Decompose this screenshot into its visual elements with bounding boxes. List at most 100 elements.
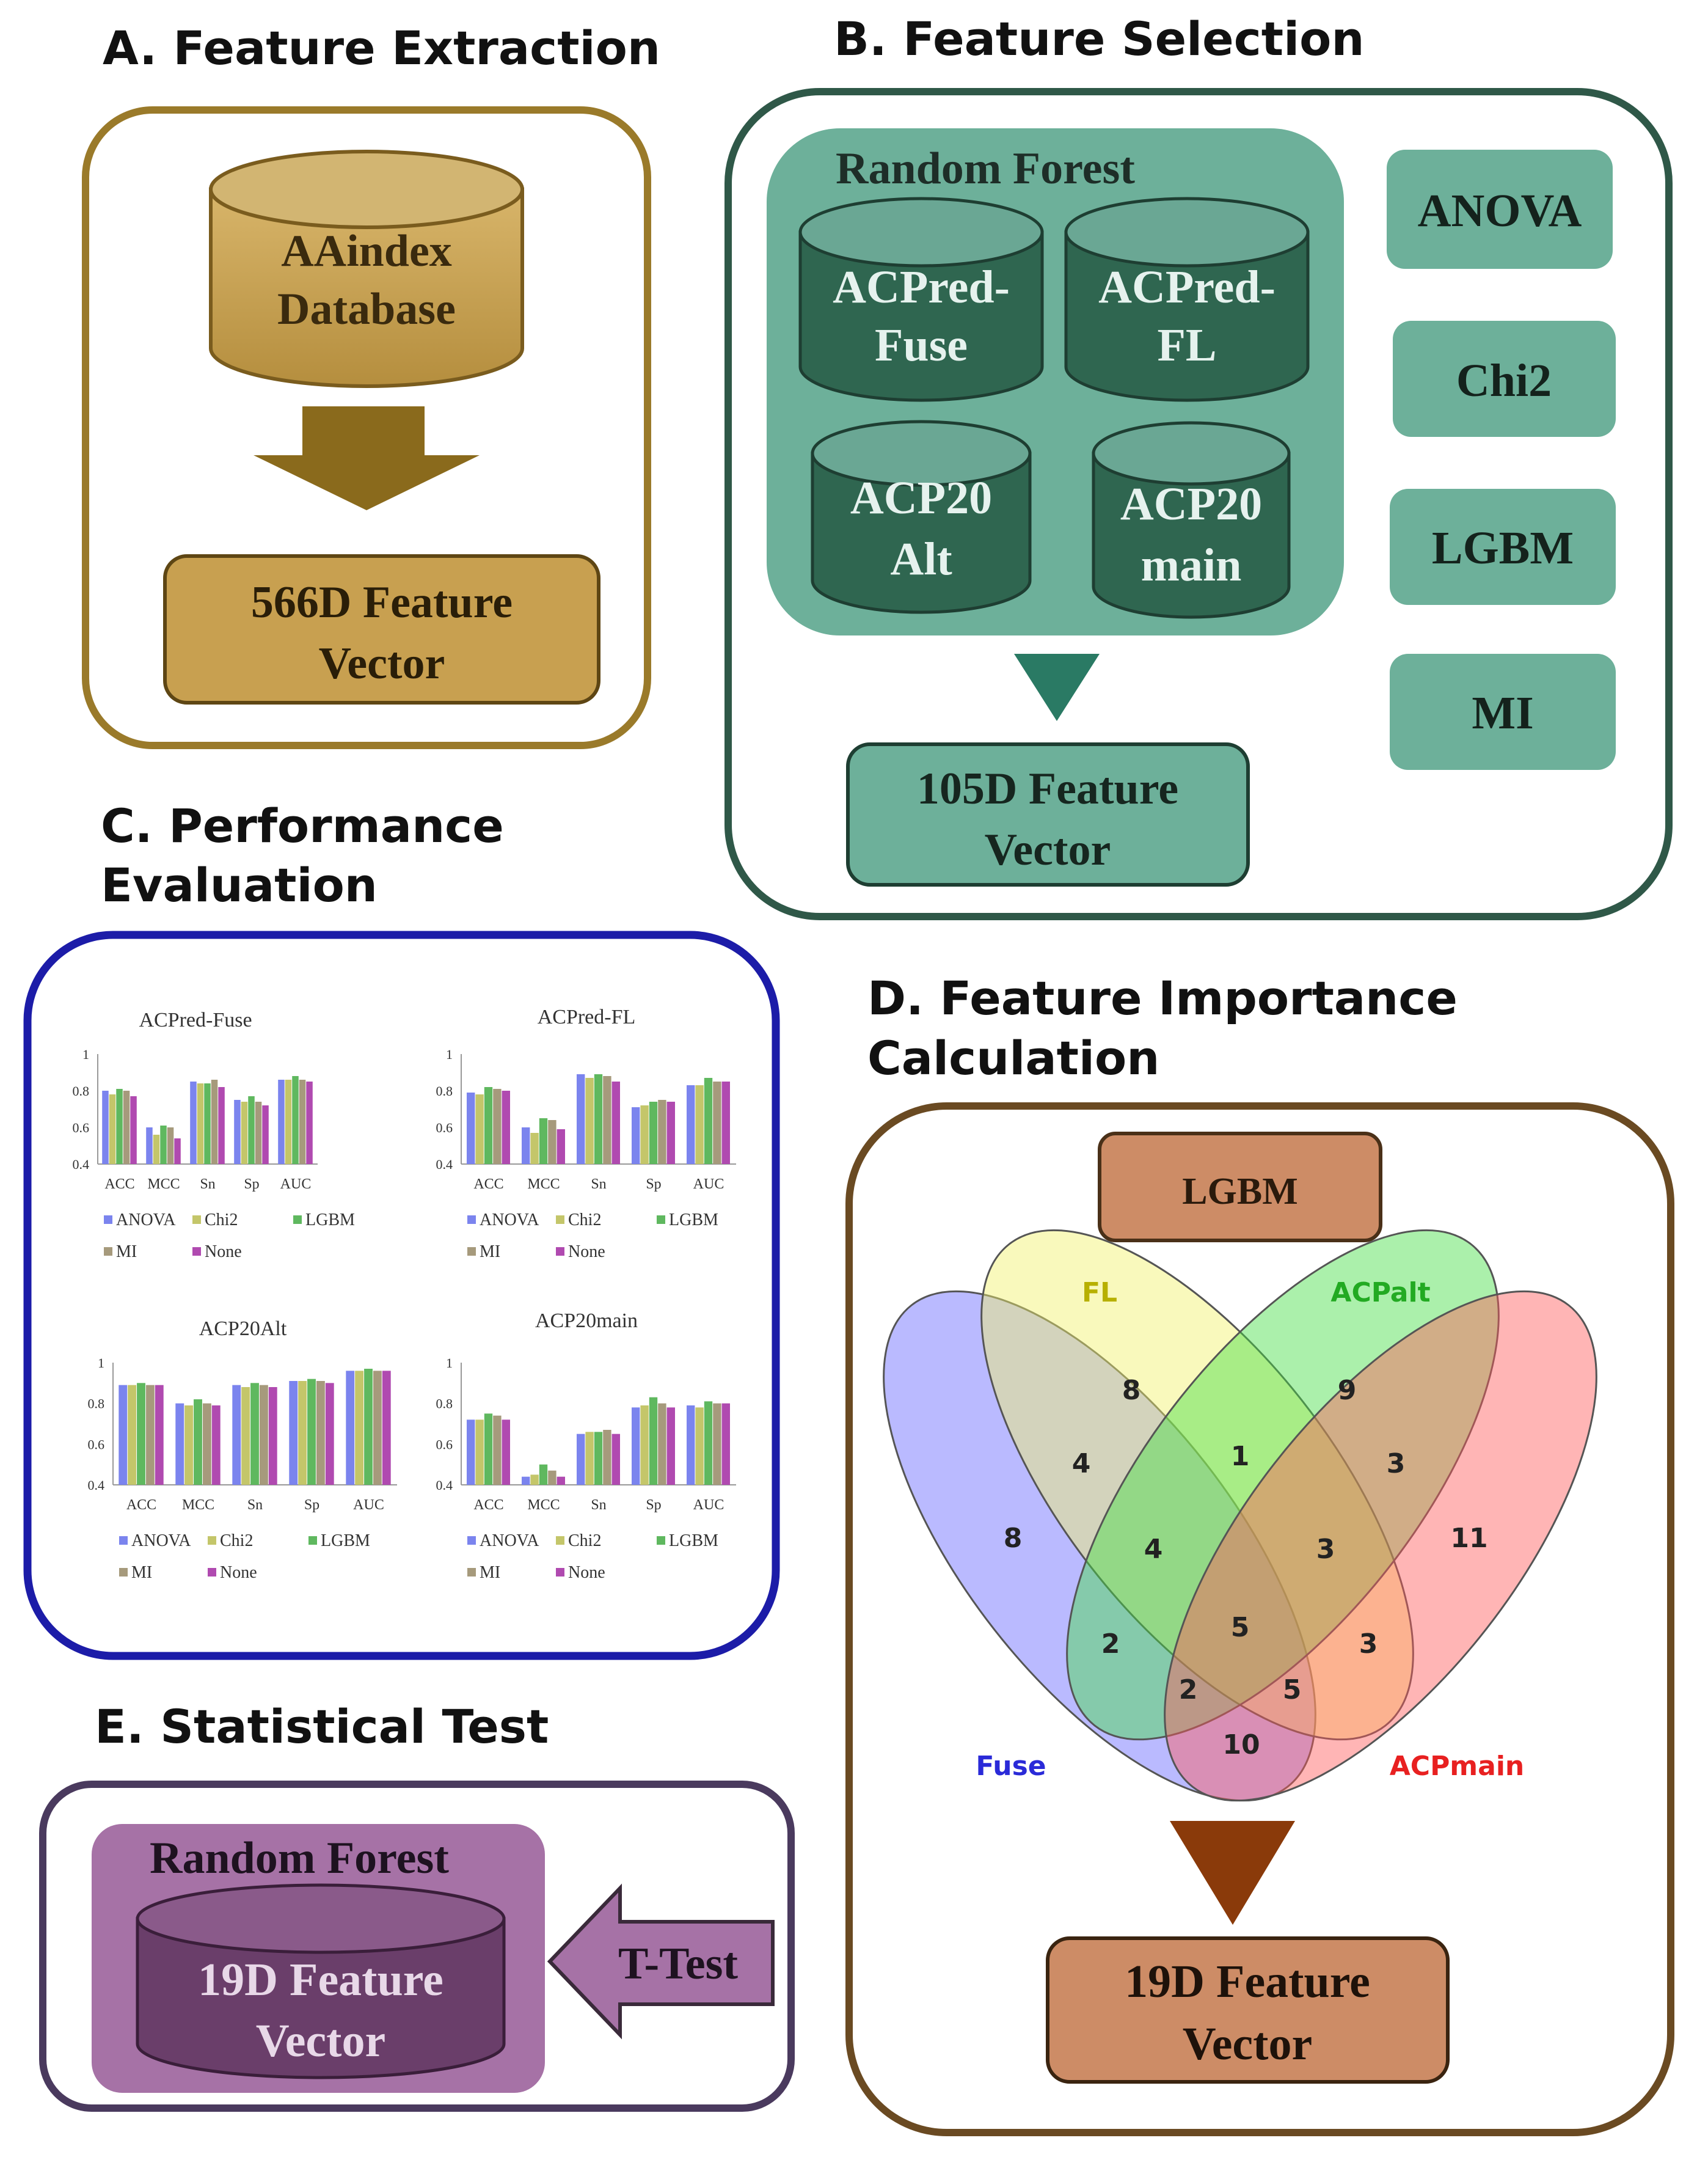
bar (218, 1087, 225, 1164)
bar (278, 1080, 285, 1164)
legend-label: Chi2 (205, 1210, 238, 1229)
svg-text:main: main (1141, 540, 1242, 591)
legend-label: LGBM (669, 1210, 718, 1229)
random-forest-panel-title: Random Forest (836, 144, 1135, 194)
bar (577, 1074, 585, 1164)
bar (211, 1405, 221, 1485)
x-tick-label: MCC (527, 1176, 560, 1192)
dataset-cylinder-acp20-alt: ACP20 Alt (811, 420, 1032, 614)
bar (232, 1385, 241, 1485)
method-box-lgbm: LGBM (1390, 489, 1616, 605)
y-tick-label: 1 (446, 1047, 453, 1062)
bar (174, 1138, 181, 1164)
chart-title: ACP20Alt (199, 1317, 287, 1340)
chart-title: ACP20main (535, 1309, 638, 1332)
x-tick-label: AUC (693, 1497, 724, 1513)
legend-label: None (205, 1242, 242, 1261)
legend-label: ANOVA (480, 1531, 539, 1550)
bar (262, 1105, 269, 1164)
y-tick-label: 0.6 (73, 1120, 90, 1135)
x-tick-label: Sn (200, 1176, 215, 1192)
bar (292, 1076, 299, 1164)
svg-text:105D Feature: 105D Feature (917, 764, 1178, 814)
svg-text:Vector: Vector (1183, 2018, 1312, 2070)
legend-swatch (467, 1247, 476, 1256)
bar (155, 1385, 164, 1485)
venn-label-fuse: Fuse (976, 1751, 1046, 1782)
x-tick-label: AUC (280, 1176, 312, 1192)
svg-text:Fuse: Fuse (875, 320, 968, 371)
bar (382, 1371, 391, 1485)
section-e-title: E. Statistical Test (95, 1699, 549, 1754)
bar (548, 1120, 557, 1164)
bar (502, 1419, 510, 1485)
bar (255, 1102, 262, 1164)
venn-count: 8 (1004, 1523, 1023, 1554)
bar (175, 1403, 184, 1485)
bar (268, 1387, 277, 1485)
svg-text:Chi2: Chi2 (1456, 355, 1552, 406)
bar (713, 1403, 721, 1485)
bar (298, 1381, 307, 1485)
legend-label: Chi2 (568, 1531, 601, 1550)
bar (658, 1403, 666, 1485)
bar (687, 1085, 695, 1164)
x-tick-label: Sp (304, 1497, 319, 1513)
legend-swatch (308, 1536, 317, 1545)
t-test-label: T-Test (618, 1939, 738, 1989)
legend-label: None (568, 1242, 605, 1261)
bar (109, 1094, 116, 1164)
venn-count: 3 (1359, 1628, 1378, 1660)
method-box-mi: MI (1390, 654, 1616, 770)
x-tick-label: AUC (693, 1176, 724, 1192)
bar (204, 1083, 211, 1164)
venn-count: 5 (1231, 1612, 1250, 1643)
bar (373, 1371, 382, 1485)
venn-count: 11 (1450, 1523, 1487, 1554)
bar (102, 1091, 109, 1164)
bar (695, 1407, 704, 1485)
legend-swatch (293, 1215, 302, 1224)
legend-label: LGBM (669, 1531, 718, 1550)
y-tick-label: 0.6 (88, 1437, 105, 1452)
y-tick-label: 0.8 (436, 1396, 453, 1412)
svg-text:LGBM: LGBM (1182, 1171, 1297, 1212)
legend-label: MI (131, 1563, 152, 1582)
aaindex-database-cylinder: AAindex Database (209, 150, 524, 388)
legend-swatch (467, 1536, 476, 1545)
t-test-arrow: T-Test (547, 1883, 775, 2040)
bar (611, 1082, 620, 1164)
bar (603, 1076, 611, 1164)
legend-label: None (220, 1563, 257, 1582)
y-tick-label: 1 (98, 1355, 104, 1371)
bar (307, 1379, 316, 1485)
bar (484, 1413, 493, 1485)
x-tick-label: Sp (646, 1497, 661, 1513)
feature-vector-105d-box: 105D Feature Vector (846, 742, 1250, 887)
section-c-title-line1: C. Performance (101, 799, 504, 853)
feature-vector-566d-line1: 566D Feature (251, 577, 513, 628)
legend-label: ANOVA (480, 1210, 539, 1229)
legend-swatch (556, 1568, 564, 1577)
bar (241, 1387, 250, 1485)
bar (364, 1369, 373, 1485)
bar (493, 1089, 502, 1164)
importance-arrow (1170, 1821, 1295, 1925)
legend-swatch (556, 1215, 564, 1224)
y-tick-label: 0.6 (436, 1120, 453, 1135)
legend-label: LGBM (305, 1210, 355, 1229)
bar (666, 1407, 675, 1485)
venn-count: 9 (1338, 1375, 1357, 1406)
bar (704, 1078, 713, 1164)
x-tick-label: ACC (473, 1497, 503, 1513)
bar (594, 1074, 603, 1164)
legend-swatch (467, 1568, 476, 1577)
legend-label: ANOVA (131, 1531, 191, 1550)
extraction-arrow (254, 406, 480, 510)
legend-label: None (568, 1563, 605, 1582)
bar (649, 1397, 658, 1485)
legend-swatch (556, 1536, 564, 1545)
bar (658, 1100, 666, 1164)
bar (467, 1419, 475, 1485)
bar (611, 1434, 620, 1485)
